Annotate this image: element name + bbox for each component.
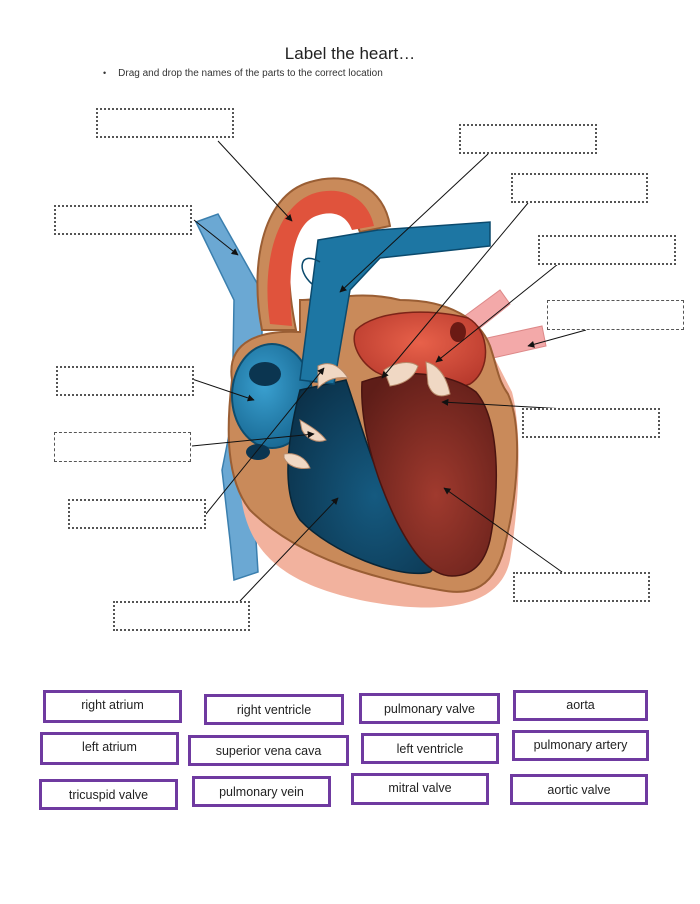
drop-zone-7[interactable] — [56, 366, 194, 396]
drop-zone-3[interactable] — [511, 173, 648, 203]
label-chip-tricuspid-valve[interactable]: tricuspid valve — [39, 779, 178, 810]
label-chip-pulmonary-artery[interactable]: pulmonary artery — [512, 730, 649, 761]
drop-zone-6[interactable] — [547, 300, 684, 330]
drop-zone-2[interactable] — [459, 124, 597, 154]
valve-shapes — [283, 361, 451, 469]
drop-zone-5[interactable] — [538, 235, 676, 265]
label-chip-mitral-valve[interactable]: mitral valve — [351, 773, 489, 805]
bullet-icon: • — [103, 68, 107, 78]
pulmonary-artery-shape — [299, 221, 491, 385]
instruction: • Drag and drop the names of the parts to… — [103, 68, 383, 79]
drop-zone-11[interactable] — [513, 572, 650, 602]
label-chip-left-atrium[interactable]: left atrium — [40, 732, 179, 765]
left-ventricle-shape — [361, 372, 498, 577]
drop-zone-12[interactable] — [113, 601, 250, 631]
drop-zone-10[interactable] — [68, 499, 206, 529]
label-chip-superior-vena-cava[interactable]: superior vena cava — [188, 735, 349, 766]
label-chip-pulmonary-vein[interactable]: pulmonary vein — [192, 776, 331, 807]
drop-zone-8[interactable] — [522, 408, 660, 438]
label-chip-left-ventricle[interactable]: left ventricle — [361, 733, 499, 764]
drop-zone-1[interactable] — [96, 108, 234, 138]
label-chip-pulmonary-valve[interactable]: pulmonary valve — [359, 693, 500, 724]
page-title: Label the heart… — [284, 44, 416, 63]
label-chip-right-ventricle[interactable]: right ventricle — [204, 694, 344, 725]
drop-zone-9[interactable] — [54, 432, 191, 462]
label-chip-aorta[interactable]: aorta — [513, 690, 648, 721]
pointer-lines — [191, 140, 587, 602]
instruction-text: Drag and drop the names of the parts to … — [118, 68, 383, 79]
drop-zone-4[interactable] — [54, 205, 192, 235]
label-chip-aortic-valve[interactable]: aortic valve — [510, 774, 648, 805]
label-chip-right-atrium[interactable]: right atrium — [43, 690, 182, 723]
